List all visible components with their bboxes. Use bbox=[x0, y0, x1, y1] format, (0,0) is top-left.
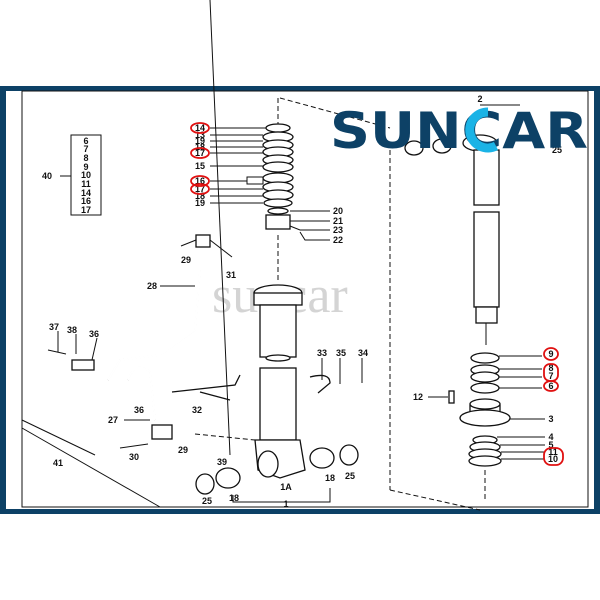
kit-item: 14 bbox=[81, 188, 91, 198]
part-label-34: 34 bbox=[358, 348, 368, 358]
part-label-18: 18 bbox=[325, 473, 335, 483]
part-labels: 14 13 19 18 17 15 16 17 18 19 20 21 23 2… bbox=[49, 94, 562, 509]
part-label-32: 32 bbox=[192, 405, 202, 415]
drawing-border bbox=[21, 90, 589, 508]
kit-item: 10 bbox=[81, 170, 91, 180]
kit-item: 6 bbox=[83, 136, 88, 146]
part-label-18: 18 bbox=[195, 191, 205, 201]
kit-item: 16 bbox=[81, 196, 91, 206]
part-label-36: 36 bbox=[134, 405, 144, 415]
part-label-17: 17 bbox=[195, 184, 205, 194]
part-label-29: 29 bbox=[181, 255, 191, 265]
highlight-circles bbox=[190, 122, 564, 466]
kit-label: 40 bbox=[42, 171, 52, 181]
part-label-1: 1 bbox=[283, 499, 288, 509]
part-label-12: 12 bbox=[413, 392, 423, 402]
part-label-13: 13 bbox=[195, 130, 205, 140]
kit-item: 8 bbox=[83, 153, 88, 163]
leader-41 bbox=[21, 419, 96, 456]
part-label-5: 5 bbox=[548, 440, 553, 450]
pipe-assembly bbox=[47, 0, 363, 456]
cylinder-tube bbox=[194, 284, 359, 503]
kit-item: 17 bbox=[81, 205, 91, 215]
part-label-15: 15 bbox=[195, 161, 205, 171]
part-label-35: 35 bbox=[336, 348, 346, 358]
piston-rod bbox=[279, 97, 545, 511]
part-label-3: 3 bbox=[548, 414, 553, 424]
part-label-21: 21 bbox=[333, 216, 343, 226]
part-label-11: 11 bbox=[548, 447, 558, 457]
part-label-18: 18 bbox=[229, 493, 239, 503]
part-label-27: 27 bbox=[108, 415, 118, 425]
part-label-1a: 1A bbox=[280, 482, 292, 492]
part-label-28: 28 bbox=[147, 281, 157, 291]
part-label-6: 6 bbox=[548, 381, 553, 391]
part-label-30: 30 bbox=[129, 452, 139, 462]
part-label-10: 10 bbox=[548, 454, 558, 464]
part-label-25: 25 bbox=[202, 496, 212, 506]
part-label-38: 38 bbox=[67, 325, 77, 335]
part-label-22: 22 bbox=[333, 235, 343, 245]
part-label-7: 7 bbox=[548, 371, 553, 381]
part-label-9: 9 bbox=[548, 349, 553, 359]
part-label-19: 19 bbox=[195, 198, 205, 208]
kit-item: 9 bbox=[83, 162, 88, 172]
part-label-8: 8 bbox=[548, 363, 553, 373]
perspective-line bbox=[21, 427, 161, 508]
part-label-20: 20 bbox=[333, 206, 343, 216]
part-label-36: 36 bbox=[89, 329, 99, 339]
part-label-19: 19 bbox=[195, 136, 205, 146]
kit-item: 7 bbox=[83, 144, 88, 154]
kit-box: 40 6 7 8 9 10 11 14 16 17 bbox=[42, 134, 102, 216]
kit-item: 11 bbox=[81, 179, 91, 189]
part-label-17: 17 bbox=[195, 148, 205, 158]
part-label-31: 31 bbox=[226, 270, 236, 280]
suncar-logo: SUNCAR bbox=[330, 102, 588, 160]
part-label-39: 39 bbox=[217, 457, 227, 467]
part-label-16: 16 bbox=[195, 176, 205, 186]
seal-stack bbox=[210, 98, 330, 280]
part-label-23: 23 bbox=[333, 225, 343, 235]
part-label-33: 33 bbox=[317, 348, 327, 358]
part-label-18: 18 bbox=[195, 142, 205, 152]
part-label-4: 4 bbox=[548, 432, 553, 442]
part-label-29: 29 bbox=[178, 445, 188, 455]
part-label-37: 37 bbox=[49, 322, 59, 332]
part-label-41: 41 bbox=[53, 458, 63, 468]
part-label-2: 2 bbox=[477, 94, 482, 104]
svg-text:SUNCAR: SUNCAR bbox=[330, 102, 588, 160]
part-label-25: 25 bbox=[552, 145, 562, 155]
part-label-14: 14 bbox=[195, 123, 205, 133]
part-label-25: 25 bbox=[345, 471, 355, 481]
